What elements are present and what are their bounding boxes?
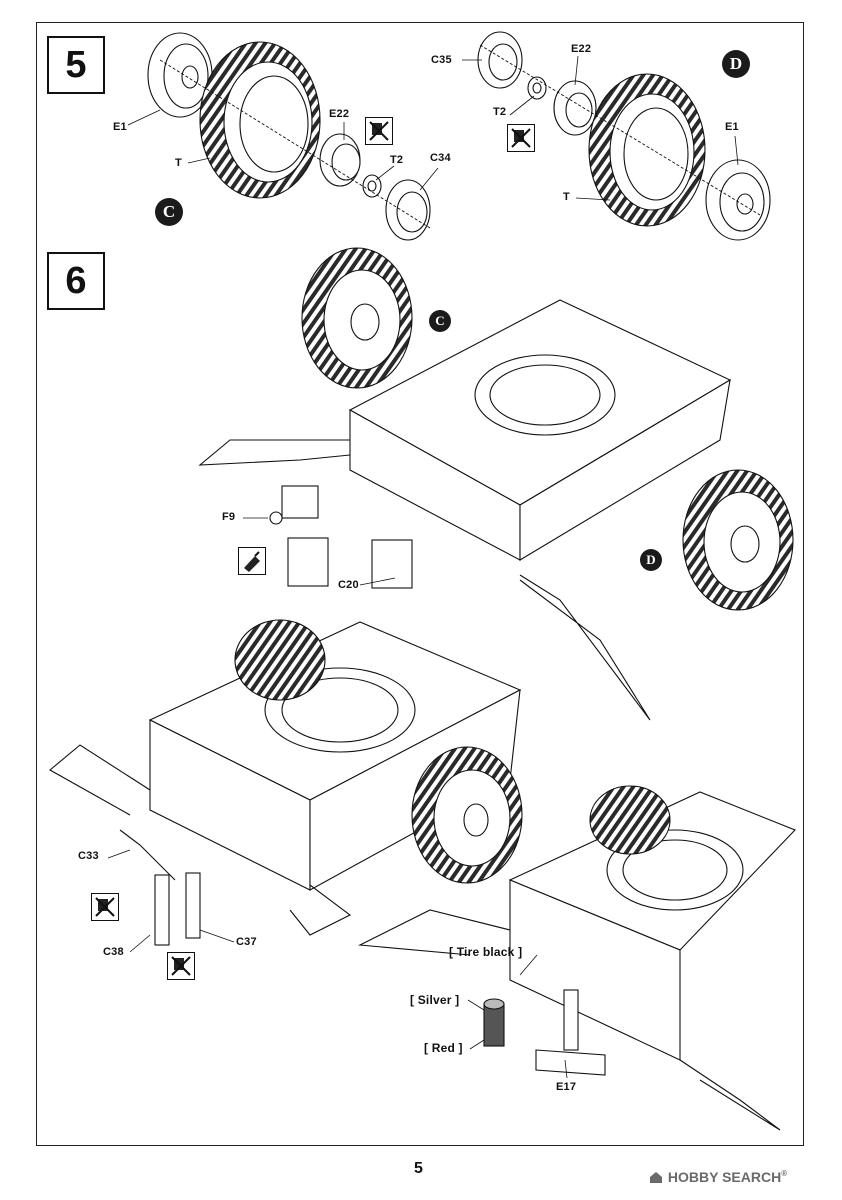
part-label-e22-right: E22 [571,43,592,55]
no-glue-icon [365,117,393,145]
callout-c-step6: C [429,310,451,332]
paint-label-red: [ Red ] [424,1041,463,1055]
chassis-top-icon [198,247,794,721]
hobby-search-logo-icon [650,1172,662,1183]
watermark-text: HOBBY SEARCH [667,1169,782,1185]
wheel-c-exploded-icon [147,32,431,241]
no-glue-icon [167,952,195,980]
part-label-f9: F9 [222,511,236,523]
paint-label-tire-black: [ Tire black ] [449,945,523,959]
part-label-e17: E17 [556,1081,577,1093]
part-label-c34: C34 [430,152,451,164]
chassis-bottom-right-icon [358,785,796,1131]
page-number: 5 [414,1160,423,1177]
part-label-e1-left: E1 [113,121,127,133]
part-label-c38: C38 [103,946,124,958]
callout-c-step5: C [155,198,183,226]
callout-d-step5: D [722,50,750,78]
wheel-d-exploded-icon [477,31,771,241]
part-label-t-left: T [175,157,182,169]
paint-label-silver: [ Silver ] [410,993,460,1007]
part-label-e22-left: E22 [329,108,350,120]
no-glue-icon [91,893,119,921]
part-label-c20: C20 [338,579,359,591]
leader-lines [107,55,739,1079]
watermark-registered-mark: ® [781,1169,788,1178]
part-label-e1-right: E1 [725,121,739,133]
part-label-c33: C33 [78,850,99,862]
part-label-c35: C35 [431,54,452,66]
step-6-number: 6 [47,252,105,310]
watermark: HOBBY SEARCH® [648,1169,787,1185]
page-frame [36,22,804,1146]
part-label-t2-right: T2 [493,106,507,118]
step-5-number: 5 [47,36,105,94]
chassis-bottom-left-icon [49,619,523,946]
part-label-c37: C37 [236,936,257,948]
callout-d-step6: D [640,549,662,571]
no-glue-icon [507,124,535,152]
part-label-t2-left: T2 [390,154,404,166]
part-label-t-right: T [563,191,570,203]
glue-icon [238,547,266,575]
